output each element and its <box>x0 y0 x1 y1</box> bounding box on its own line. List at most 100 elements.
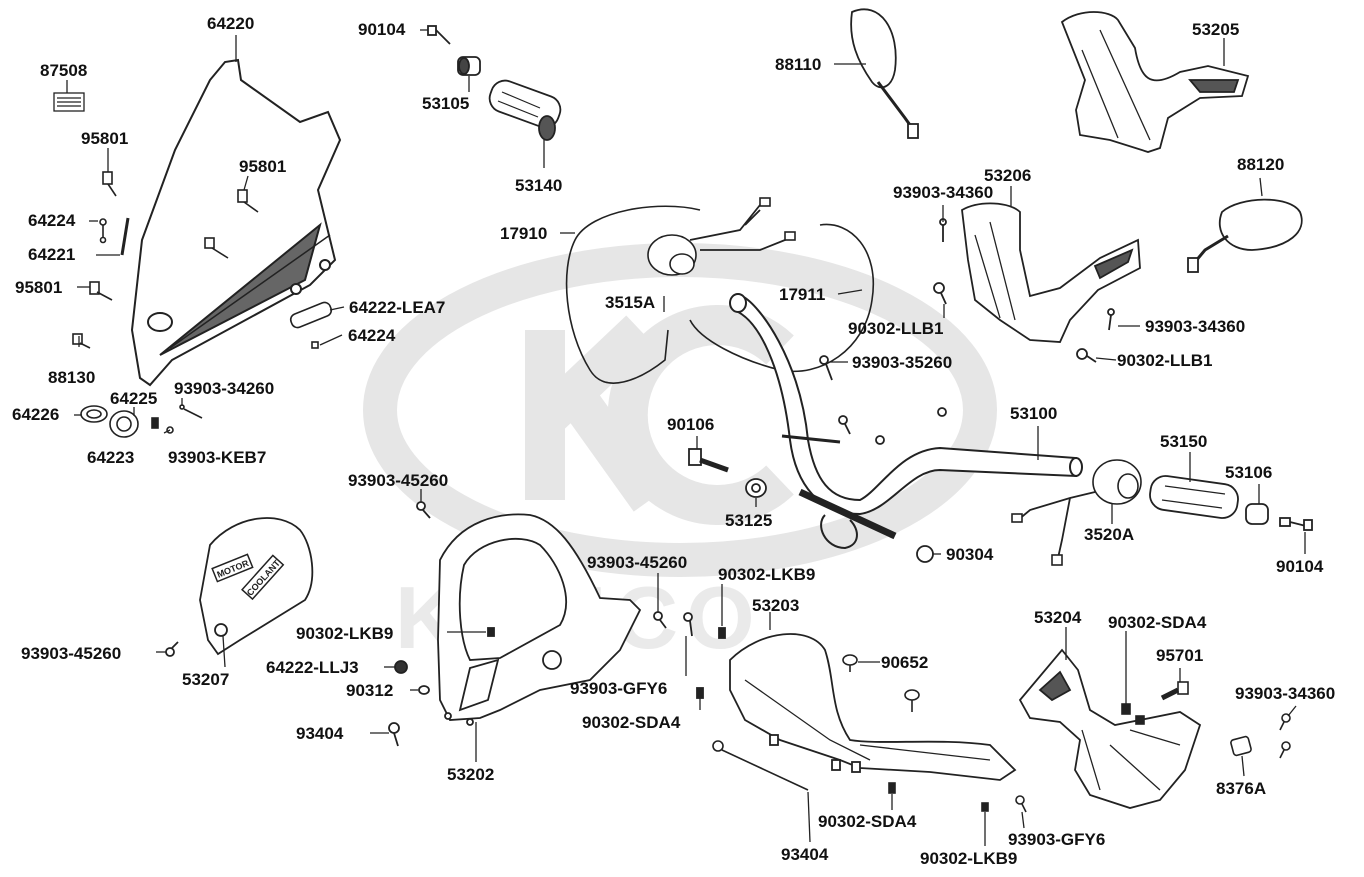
part-label-90652[interactable]: 90652 <box>881 653 929 672</box>
part-label-93903-34360-lower[interactable]: 93903-34360 <box>1235 684 1336 703</box>
bolt-95801-center-part <box>204 189 259 259</box>
bracket-64222-part <box>289 301 333 329</box>
part-label-53203[interactable]: 53203 <box>752 596 800 615</box>
part-label-88130[interactable]: 88130 <box>48 368 96 387</box>
part-label-93404-bottom[interactable]: 93404 <box>781 845 829 864</box>
nut-llj3-part <box>394 660 408 674</box>
part-label-53206[interactable]: 53206 <box>984 166 1032 185</box>
part-label-64226[interactable]: 64226 <box>12 405 60 424</box>
screw-34260-part <box>179 404 203 419</box>
clip-8376a-part <box>1230 735 1252 757</box>
part-label-87508[interactable]: 87508 <box>40 61 88 80</box>
part-label-93903-45260-middle[interactable]: 93903-45260 <box>587 553 688 572</box>
part-label-93903-gfy6-right[interactable]: 93903-GFY6 <box>1008 830 1106 849</box>
part-label-3515a[interactable]: 3515A <box>605 293 656 312</box>
part-label-95801-center[interactable]: 95801 <box>239 157 287 176</box>
strip-64221-part <box>120 217 130 256</box>
part-label-53140[interactable]: 53140 <box>515 176 563 195</box>
bolt-93404-left-part <box>388 722 400 747</box>
part-label-64224-upper[interactable]: 64224 <box>28 211 76 230</box>
part-label-90304[interactable]: 90304 <box>946 545 994 564</box>
part-label-93404-left[interactable]: 93404 <box>296 724 344 743</box>
part-label-90302-sda4-left[interactable]: 90302-SDA4 <box>582 713 681 732</box>
cover-53204-part <box>1018 648 1202 809</box>
part-label-90106[interactable]: 90106 <box>667 415 715 434</box>
part-label-90312[interactable]: 90312 <box>346 681 394 700</box>
part-label-17910[interactable]: 17910 <box>500 224 548 243</box>
part-label-64220[interactable]: 64220 <box>207 14 255 33</box>
screw-34360b-part <box>1107 308 1115 331</box>
kymco-watermark <box>363 243 997 577</box>
part-label-90302-llb1-upper[interactable]: 90302-LLB1 <box>848 319 944 338</box>
screws-35260-part <box>819 355 947 445</box>
floor-cover-53203-part <box>729 633 1017 781</box>
part-label-53106[interactable]: 53106 <box>1225 463 1273 482</box>
nut-90304-part <box>916 545 934 563</box>
part-label-17911[interactable]: 17911 <box>779 285 826 304</box>
part-label-8376a[interactable]: 8376A <box>1216 779 1267 798</box>
part-label-64222-lea7[interactable]: 64222-LEA7 <box>349 298 446 317</box>
part-label-90302-lkb9-left[interactable]: 90302-LKB9 <box>296 624 394 643</box>
part-label-64221[interactable]: 64221 <box>28 245 76 264</box>
part-label-88110[interactable]: 88110 <box>775 55 822 74</box>
part-label-53202[interactable]: 53202 <box>447 765 495 784</box>
spacer-53125-part <box>745 478 767 498</box>
part-label-90104-top[interactable]: 90104 <box>358 20 406 39</box>
screw-gfy6b-part <box>1015 795 1027 813</box>
part-label-93903-34260[interactable]: 93903-34260 <box>174 379 275 398</box>
part-label-53204[interactable]: 53204 <box>1034 608 1082 627</box>
part-label-90302-sda4-right[interactable]: 90302-SDA4 <box>1108 613 1207 632</box>
part-label-93903-gfy6-left[interactable]: 93903-GFY6 <box>570 679 668 698</box>
part-label-64222-llj3[interactable]: 64222-LLJ3 <box>266 658 359 677</box>
part-label-3520a[interactable]: 3520A <box>1084 525 1135 544</box>
part-label-53205[interactable]: 53205 <box>1192 20 1240 39</box>
bolt-95801-lower-part <box>89 281 113 301</box>
bar-end-53106-part <box>1245 503 1269 525</box>
part-label-93903-45260-upper[interactable]: 93903-45260 <box>348 471 449 490</box>
part-label-95701[interactable]: 95701 <box>1156 646 1204 665</box>
part-label-64224-lower[interactable]: 64224 <box>348 326 396 345</box>
part-label-53125[interactable]: 53125 <box>725 511 773 530</box>
switch-3515a-part <box>647 197 796 276</box>
part-label-93903-34360-right[interactable]: 93903-34360 <box>1145 317 1246 336</box>
part-label-90302-lkb9-middle[interactable]: 90302-LKB9 <box>718 565 816 584</box>
part-label-64225[interactable]: 64225 <box>110 389 158 408</box>
part-label-95801-left[interactable]: 95801 <box>81 129 129 148</box>
part-label-53105[interactable]: 53105 <box>422 94 470 113</box>
handlebar-part <box>729 293 1083 550</box>
bolt-95801-left-part <box>102 171 117 197</box>
screw-gfy6a-part <box>683 612 693 637</box>
part-label-93903-45260-left[interactable]: 93903-45260 <box>21 644 122 663</box>
grip-53140-part <box>488 79 562 141</box>
part-label-93903-35260[interactable]: 93903-35260 <box>852 353 953 372</box>
bolt-llb1a-part <box>933 282 947 305</box>
screw-45260a-part <box>416 501 431 519</box>
part-label-90302-sda4-bottom[interactable]: 90302-SDA4 <box>818 812 917 831</box>
clip-lkb9c-part <box>981 802 989 812</box>
grip-53150-part <box>1149 475 1239 519</box>
inner-cover-53202-part <box>437 513 642 726</box>
mirror-88120-part <box>1187 198 1303 273</box>
part-label-90104-right[interactable]: 90104 <box>1276 557 1324 576</box>
part-label-53207[interactable]: 53207 <box>182 670 230 689</box>
mirror-88110-part <box>850 8 919 139</box>
clip-lkb9b-part <box>718 627 726 639</box>
part-label-95801-lower[interactable]: 95801 <box>15 278 63 297</box>
part-label-90302-lkb9-bottom[interactable]: 90302-LKB9 <box>920 849 1018 868</box>
part-label-53100[interactable]: 53100 <box>1010 404 1058 423</box>
ring-64226-part <box>80 405 108 423</box>
cable-17911-part <box>689 223 875 373</box>
part-label-64223[interactable]: 64223 <box>87 448 135 467</box>
cover-53205-part <box>1060 11 1250 153</box>
part-label-93903-34360-upper[interactable]: 93903-34360 <box>893 183 994 202</box>
bar-end-53105-part <box>457 56 481 76</box>
part-label-53150[interactable]: 53150 <box>1160 432 1208 451</box>
bolt-90104-top-part <box>427 25 451 45</box>
part-label-90302-llb1-lower[interactable]: 90302-LLB1 <box>1117 351 1213 370</box>
screw-34360a-part <box>939 218 947 242</box>
bolt-llb1b-part <box>1076 348 1097 363</box>
part-label-88120[interactable]: 88120 <box>1237 155 1285 174</box>
cover-64223-part <box>109 410 139 438</box>
part-label-93903-keb7[interactable]: 93903-KEB7 <box>168 448 267 467</box>
